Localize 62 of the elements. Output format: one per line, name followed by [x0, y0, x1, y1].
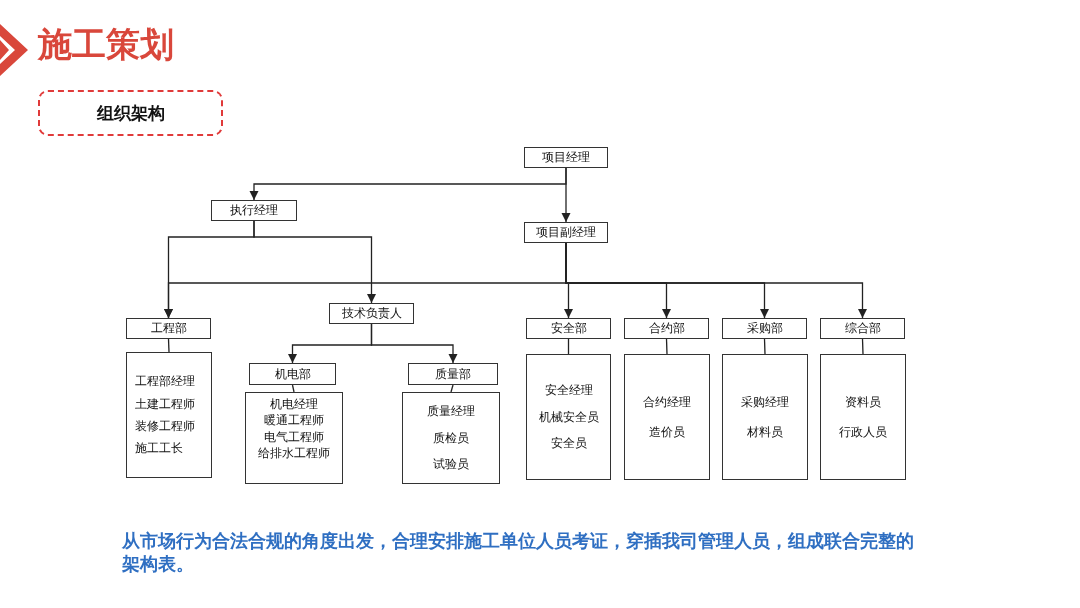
node-text: 质量部	[435, 366, 471, 382]
node-text: 暖通工程师	[264, 413, 324, 428]
org-box	[524, 222, 608, 243]
node-text: 安全部	[550, 321, 587, 336]
org-box	[408, 363, 498, 385]
staff-list-box	[245, 392, 343, 484]
staff-list-box	[624, 354, 710, 480]
staff-list-box	[126, 352, 212, 478]
staff-list-box	[526, 354, 611, 480]
node-text: 采购经理	[741, 394, 789, 409]
org-box	[211, 200, 297, 221]
node-text: 机械安全员	[538, 409, 599, 425]
node-text: 综合部	[844, 321, 881, 336]
connector-line	[665, 338, 668, 355]
node-text: 工程部经理	[135, 374, 195, 389]
page-title: 施工策划	[38, 24, 174, 65]
node-text: 施工工长	[135, 441, 183, 456]
node-text: 资料员	[845, 394, 881, 409]
connector-line	[291, 384, 295, 393]
org-box	[126, 318, 211, 339]
node-text: 试验员	[433, 457, 469, 472]
org-box	[329, 303, 414, 324]
node-text: 电气工程师	[264, 429, 324, 445]
connector-line	[450, 384, 454, 393]
node-text: 项目副经理	[536, 225, 596, 240]
node-text: 机电部	[274, 366, 311, 382]
node-text: 造价员	[649, 425, 685, 440]
arrow	[370, 323, 458, 364]
node-text: 技术负责人	[341, 306, 402, 321]
org-box	[526, 318, 611, 339]
summary-text: 从市场行为合法合规的角度出发，合理安排施工单位人员考证，穿插我司管理人员，组成联合完整的架构表。	[122, 530, 915, 575]
node-text: 质检员	[433, 430, 469, 446]
node-text: 组织架构	[96, 102, 165, 124]
node-text: 安全员	[550, 436, 587, 451]
staff-list-box	[402, 392, 500, 484]
node-text: 采购部	[746, 321, 783, 336]
node-text: 质量经理	[427, 404, 475, 419]
node-text: 工程部	[150, 321, 187, 336]
node-text: 安全经理	[544, 383, 593, 398]
org-box	[524, 147, 608, 168]
staff-list-box	[820, 354, 906, 480]
section-heading-box	[38, 90, 223, 136]
node-text: 行政人员	[839, 425, 887, 440]
node-text: 材料员	[747, 425, 783, 440]
connector-line	[861, 338, 864, 355]
node-text: 土建工程师	[135, 396, 195, 411]
connector-line	[167, 338, 170, 353]
node-text: 合约部	[648, 321, 685, 336]
org-box	[820, 318, 905, 339]
org-box	[624, 318, 709, 339]
arrow	[561, 167, 571, 223]
org-box	[722, 318, 807, 339]
node-text: 合约经理	[643, 394, 691, 409]
node-text: 给排水工程师	[258, 446, 330, 461]
node-text: 机电经理	[270, 397, 318, 412]
node-text: 装修工程师	[135, 419, 195, 434]
connector-line	[763, 338, 766, 355]
node-text: 项目经理	[542, 150, 590, 165]
node-text: 执行经理	[230, 203, 278, 218]
org-box	[249, 363, 336, 385]
arrow	[253, 220, 377, 304]
staff-list-box	[722, 354, 808, 480]
